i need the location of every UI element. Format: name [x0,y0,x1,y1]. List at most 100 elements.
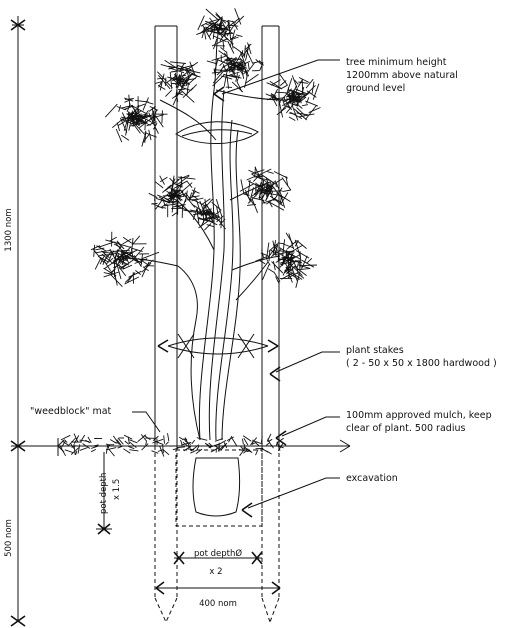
foliage-stroke [144,259,154,268]
mulch-stroke [68,437,77,446]
foliage-stroke [233,46,246,56]
foliage-stroke [171,90,183,99]
foliage-stroke [272,261,276,271]
mulch-layer [59,433,284,457]
foliage-stroke [171,196,175,213]
width-dimension: 400 nom [155,581,281,609]
foliage-stroke [196,209,200,223]
foliage-stroke [262,264,270,280]
foliage-stroke [265,192,280,196]
foliage-stroke [201,24,212,40]
foliage-stroke [189,61,196,77]
foliage-stroke [113,246,121,259]
foliage-stroke [247,203,257,206]
mulch-stroke [87,436,92,444]
mulch-stroke [184,437,191,447]
foliage-stroke [110,274,123,288]
foliage-stroke [266,242,270,259]
mulch-stroke [105,447,117,451]
foliage-stroke [285,232,294,244]
pot-depth-dimension: pot depth x 1.5 [96,452,122,535]
mulch-stroke [266,442,270,446]
foliage-stroke [278,72,288,86]
foliage-stroke [124,276,140,285]
ground-line [18,438,351,456]
foliage-stroke [142,266,149,272]
mulch-stroke [141,443,149,451]
foliage-stroke [284,270,300,281]
mulch-stroke [277,442,284,452]
foliage-stroke [172,178,176,185]
pot-diameter-label: pot depthØ [194,548,242,559]
foliage-stroke [227,40,235,54]
foliage-stroke [213,22,219,31]
foliage-stroke [245,49,254,64]
foliage-stroke [133,118,145,124]
mulch-stroke [162,444,164,454]
mulch-stroke [243,437,249,446]
foliage-stroke [124,272,136,283]
foliage-stroke [137,118,151,126]
foliage-stroke [137,258,150,266]
foliage-stroke [218,50,232,60]
foliage-stroke [274,198,282,203]
foliage-stroke [277,253,280,269]
foliage-stroke [184,87,191,91]
foliage-stroke [278,102,284,118]
foliage-stroke [255,176,271,181]
foliage-stroke [288,252,301,260]
vertical-dimension: 1300 nom 500 nom [4,16,26,627]
foliage-stroke [176,175,190,186]
foliage-stroke [165,89,173,97]
foliage-stroke [215,14,227,24]
foliage-stroke [140,254,143,266]
plant-stakes-line-1: plant stakes [346,345,404,356]
foliage-stroke [155,181,164,189]
foliage-stroke [216,69,223,76]
foliage-stroke [279,253,288,268]
foliage-stroke [240,51,247,67]
mulch-stroke [163,435,165,444]
tree-trunk [119,17,287,441]
foliage-stroke [177,174,190,181]
foliage-stroke [160,63,174,69]
foliage-stroke [291,75,298,89]
foliage-stroke [265,181,273,190]
foliage-stroke [207,209,214,217]
foliage-stroke [278,250,295,255]
foliage-stroke [291,104,299,121]
foliage-stroke [182,68,197,76]
foliage-stroke [104,259,118,269]
foliage-stroke [275,180,277,188]
mulch-stroke [91,445,100,449]
foliage-stroke [212,71,223,84]
foliage-stroke [186,82,189,95]
foliage-stroke [202,207,208,220]
foliage-stroke [300,259,315,268]
mulch-stroke [191,439,196,445]
foliage-stroke [156,71,167,82]
foliage-stroke [225,27,234,35]
foliage-stroke [190,73,201,78]
foliage-stroke [213,35,227,43]
foliage-stroke [267,268,275,273]
foliage-stroke [255,59,263,66]
foliage-stroke [200,22,208,27]
foliage-stroke [168,195,184,197]
mulch-stroke [260,436,263,443]
mulch-stroke [77,444,81,454]
foliage-stroke [300,255,308,270]
mulch-stroke [79,439,90,443]
foliage-stroke [247,42,252,55]
mulch-stroke [80,434,86,443]
foliage-stroke [258,60,264,66]
foliage-stroke [256,184,266,187]
foliage-stroke [247,62,250,70]
mulch-stroke [196,437,208,441]
foliage-stroke [228,21,232,40]
foliage-stroke [206,60,217,65]
foliage-stroke [230,61,242,71]
mulch-stroke [214,438,224,442]
foliage-stroke [181,189,185,197]
foliage-stroke [135,270,142,275]
